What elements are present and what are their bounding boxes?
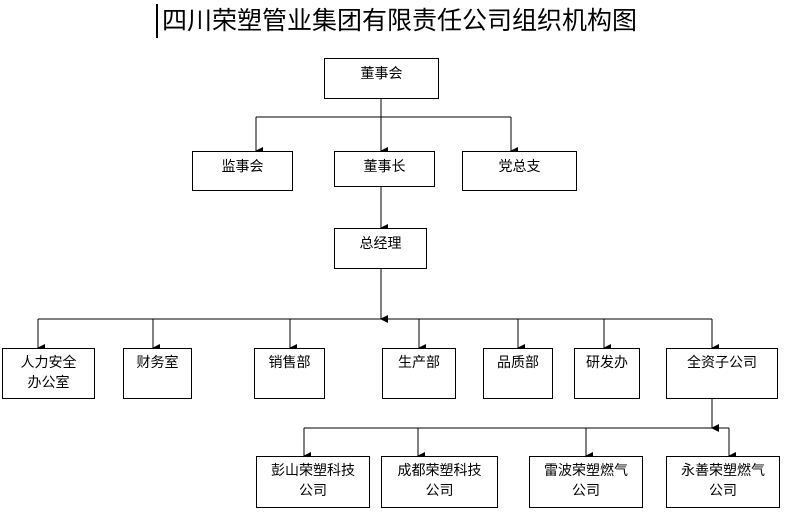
supervisors-box: 监事会	[192, 151, 293, 191]
subsidiary-chengdu-box: 成都荣塑科技公司	[381, 456, 498, 508]
dept-finance-box: 财务室	[123, 348, 192, 399]
dept-rnd-box: 研发办	[574, 348, 640, 399]
subsidiary-leibo-label: 雷波荣塑燃气公司	[544, 463, 628, 499]
dept-subsidiary-label: 全资子公司	[687, 355, 757, 371]
gm-box: 总经理	[334, 228, 427, 269]
gm-label: 总经理	[359, 236, 402, 252]
board-label: 董事会	[360, 66, 403, 82]
dept-quality-label: 品质部	[497, 355, 539, 371]
subsidiary-pengshan-label: 彭山荣塑科技公司	[271, 463, 355, 499]
supervisors-label: 监事会	[221, 159, 264, 175]
dept-sales-label: 销售部	[268, 355, 311, 371]
dept-sales-box: 销售部	[254, 348, 325, 399]
party-label: 党总支	[498, 159, 541, 175]
board-box: 董事会	[324, 58, 439, 99]
dept-hr-safety-label: 人力安全办公室	[20, 355, 77, 391]
dept-hr-safety-box: 人力安全办公室	[2, 348, 95, 399]
subsidiary-chengdu-label: 成都荣塑科技公司	[397, 463, 482, 499]
dept-quality-box: 品质部	[483, 348, 553, 399]
dept-subsidiary-box: 全资子公司	[666, 348, 778, 399]
chart-title: 四川荣塑管业集团有限责任公司组织机构图	[156, 4, 637, 38]
subsidiary-pengshan-box: 彭山荣塑科技公司	[256, 456, 370, 508]
dept-production-box: 生产部	[382, 348, 456, 399]
subsidiary-yongshan-label: 永善荣塑燃气公司	[681, 463, 765, 499]
dept-rnd-label: 研发办	[586, 355, 628, 371]
dept-finance-label: 财务室	[136, 355, 179, 371]
chairman-box: 董事长	[334, 151, 435, 187]
dept-production-label: 生产部	[398, 355, 440, 371]
subsidiary-leibo-box: 雷波荣塑燃气公司	[529, 456, 643, 508]
party-box: 党总支	[462, 151, 577, 191]
subsidiary-yongshan-box: 永善荣塑燃气公司	[666, 456, 780, 508]
chairman-label: 董事长	[363, 159, 406, 175]
